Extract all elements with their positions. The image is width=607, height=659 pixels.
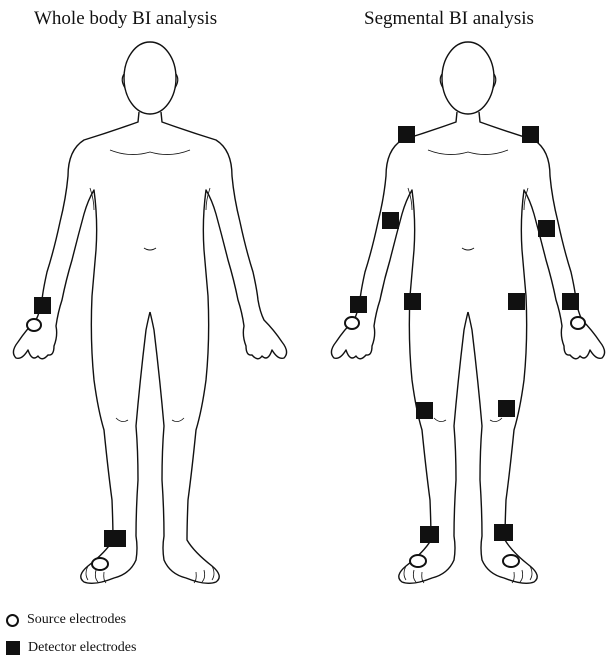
legend-detector-label: Detector electrodes (28, 640, 136, 656)
body-outline-left (13, 42, 286, 583)
detector-electrode (382, 212, 399, 229)
detector-electrode (538, 220, 555, 237)
legend-detector: Detector electrodes (6, 640, 136, 656)
detector-electrode (508, 293, 525, 310)
detector-electrode (522, 126, 539, 143)
legend-source: Source electrodes (6, 612, 126, 628)
segmental-figure (331, 42, 604, 583)
whole-body-figure (13, 42, 286, 583)
detector-electrode (34, 297, 51, 314)
detector-electrode-icon (6, 641, 20, 655)
source-electrode-icon (6, 614, 19, 627)
detector-electrode (494, 524, 513, 541)
detector-electrode (498, 400, 515, 417)
source-electrode (503, 555, 519, 567)
legend-source-label: Source electrodes (27, 612, 126, 628)
detector-electrode (350, 296, 367, 313)
detector-electrode (416, 402, 433, 419)
detector-electrode (104, 530, 126, 547)
source-electrode (27, 319, 41, 331)
source-electrode (345, 317, 359, 329)
body-outline-right (331, 42, 604, 583)
source-electrode (571, 317, 585, 329)
detector-electrode (420, 526, 439, 543)
detector-electrode (404, 293, 421, 310)
source-electrode (92, 558, 108, 570)
detector-electrode (562, 293, 579, 310)
source-electrode (410, 555, 426, 567)
detector-electrode (398, 126, 415, 143)
